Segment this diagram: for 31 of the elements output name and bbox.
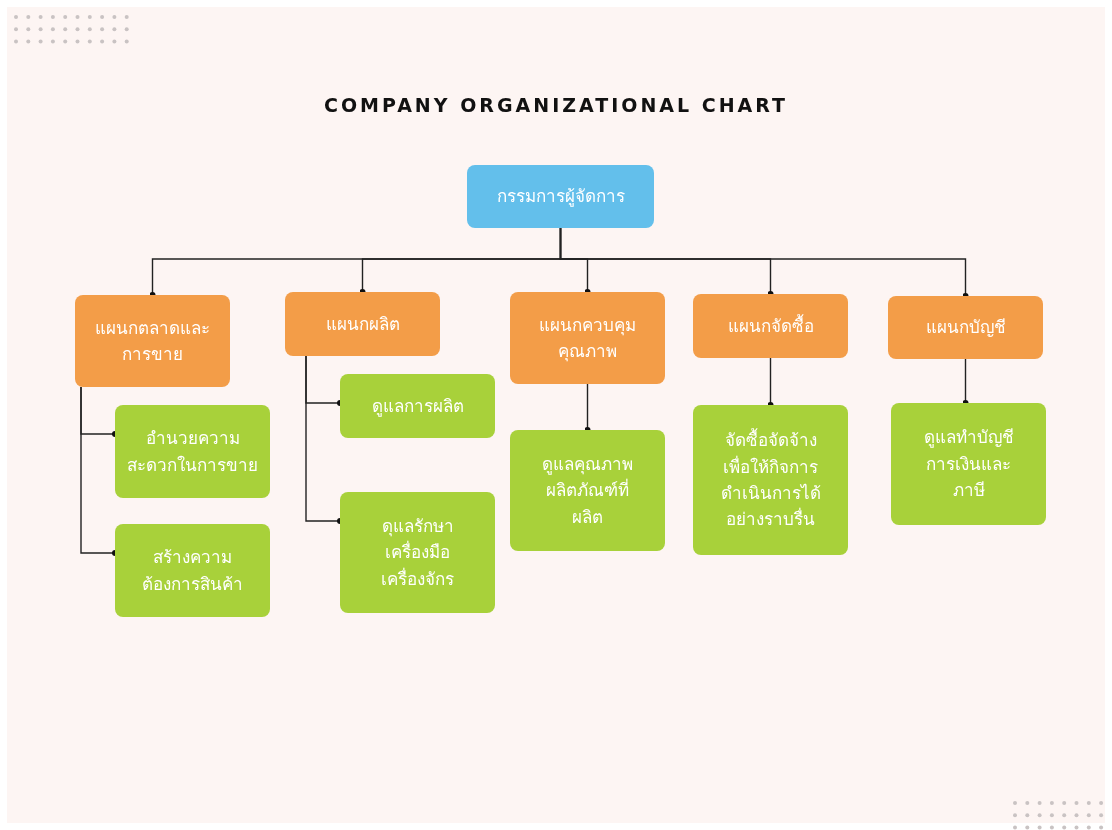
box-label: กรรมการผู้จัดการ [496,185,625,209]
department-box [693,294,848,358]
connector-line [767,357,774,408]
department-box [285,292,440,356]
department-box [75,295,230,387]
task-box [891,403,1046,525]
department-box [888,296,1043,359]
connector-line [584,383,591,433]
box-label: ดุแลรักษาเครื่องมือเครื่องจักร [380,515,455,591]
chart-title: COMPANY ORGANIZATIONAL CHART [323,94,789,116]
department-box [510,292,665,384]
task-box [340,492,495,613]
connector-line [962,358,969,406]
connector-line [559,227,969,299]
box-label: แผนกบัญชี [925,316,1006,340]
box-label: แผนกจัดซื้อ [727,313,814,338]
box-label: อำนวยความสะดวกในการขาย [126,427,259,477]
box-label: แผนกตลาดและการขาย [94,316,211,366]
executive-box [467,165,654,228]
task-box [510,430,665,551]
box-label: แผนกควบคุมคุณภาพ [538,313,637,364]
task-box [693,405,848,555]
box-label: ดูแลทำบัญชีการเงินและ ภาษี [922,426,1015,503]
task-box [115,405,270,498]
box-label: ดูแลคุณภาพผลิตภัณฑ์ที่ผลิต [541,453,634,529]
task-box [115,524,270,617]
task-box [340,374,495,438]
box-label: สร้างความต้องการสินค้า [141,546,244,596]
box-label: ดูแลการผลิต [371,394,464,419]
box-label: จัดซื้อจัดจ้างเพื่อให้กิจการดำเนินการได้อย่างราบรื่น [719,427,822,532]
box-label: แผนกผลิต [325,312,400,336]
